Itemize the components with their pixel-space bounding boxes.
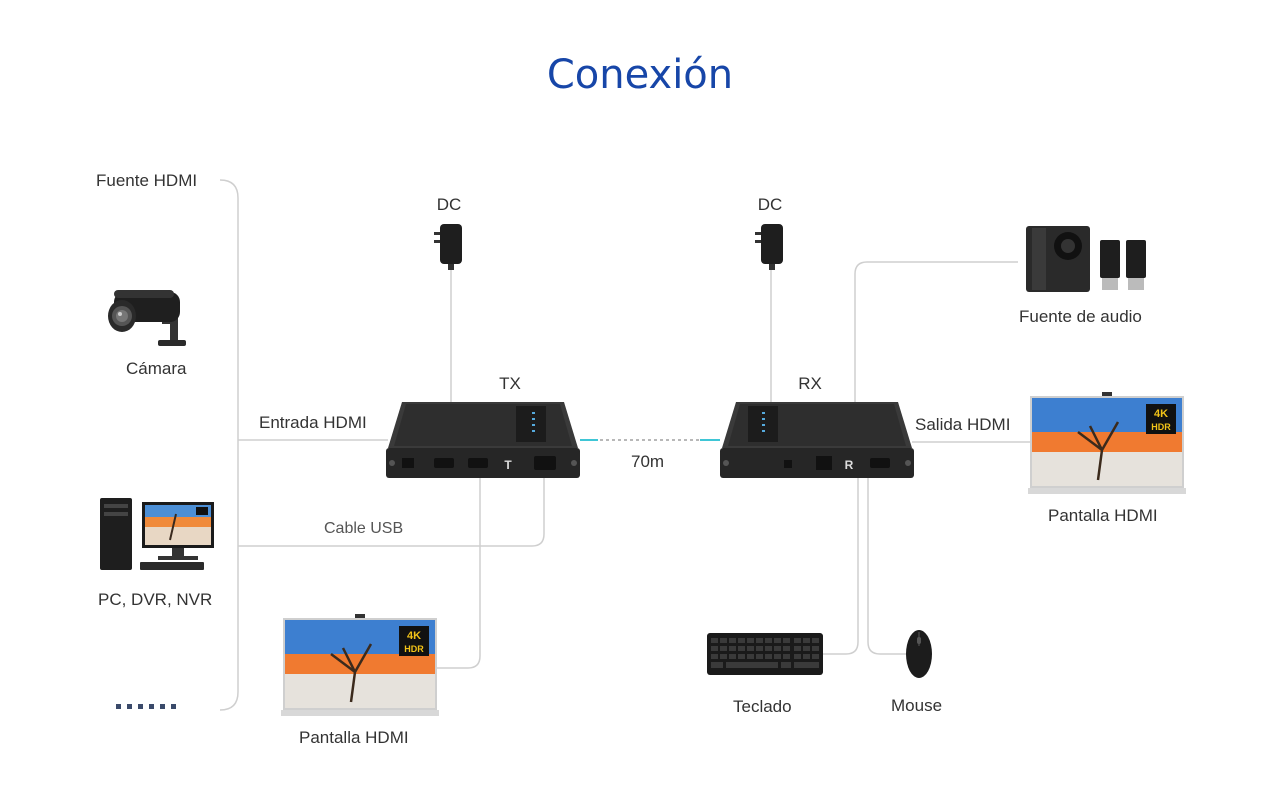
usb-cable-wire: [238, 478, 545, 547]
more-sources-dots: [116, 704, 182, 709]
dc-adapter-left-icon: [434, 224, 462, 270]
display-left-icon: 4K HDR: [281, 614, 439, 716]
tx-extender-device: T: [386, 402, 580, 478]
audio-wire: [854, 261, 1018, 404]
mouse-icon: [906, 630, 932, 678]
speakers-icon: [1026, 226, 1146, 292]
hdr-badge-top: 4K: [1154, 408, 1168, 420]
mouse-wire: [867, 478, 906, 655]
rx-extender-device: R: [720, 402, 914, 478]
pc-label: PC, DVR, NVR: [98, 590, 213, 609]
source-bracket: [219, 179, 239, 711]
hdr-badge-bottom: HDR: [404, 644, 424, 654]
display-right-icon: 4K HDR: [1028, 392, 1186, 494]
hdr-badge-bottom: HDR: [1151, 422, 1171, 432]
rx-port-letter: R: [845, 458, 854, 472]
hdmi-source-label: Fuente HDMI: [96, 171, 198, 190]
hdmi-output-label: Salida HDMI: [915, 415, 1011, 434]
display-right-label: Pantalla HDMI: [1048, 506, 1158, 525]
distance-label: 70m: [631, 452, 665, 471]
dc-adapter-right-icon: [755, 224, 783, 270]
keyboard-icon: [707, 633, 823, 675]
tx-port-letter: T: [504, 458, 512, 472]
camera-label: Cámara: [126, 359, 187, 378]
hdmi-input-label: Entrada HDMI: [259, 413, 367, 432]
tx-label: TX: [499, 374, 521, 393]
keyboard-wire: [822, 478, 859, 655]
keyboard-label: Teclado: [733, 697, 792, 716]
dc-left-label: DC: [436, 195, 462, 214]
dc-right-label: DC: [757, 195, 783, 214]
audio-source-label: Fuente de audio: [1019, 307, 1142, 326]
rx-label: RX: [798, 374, 822, 393]
display-left-label: Pantalla HDMI: [299, 728, 409, 747]
page-title: Conexión: [546, 52, 734, 98]
usb-cable-label: Cable USB: [324, 520, 404, 537]
mouse-label: Mouse: [891, 696, 943, 715]
pc-icon: [100, 498, 214, 570]
hdr-badge-top: 4K: [407, 630, 421, 642]
tx-loop-wire: [437, 478, 481, 669]
camera-icon: [108, 290, 186, 346]
